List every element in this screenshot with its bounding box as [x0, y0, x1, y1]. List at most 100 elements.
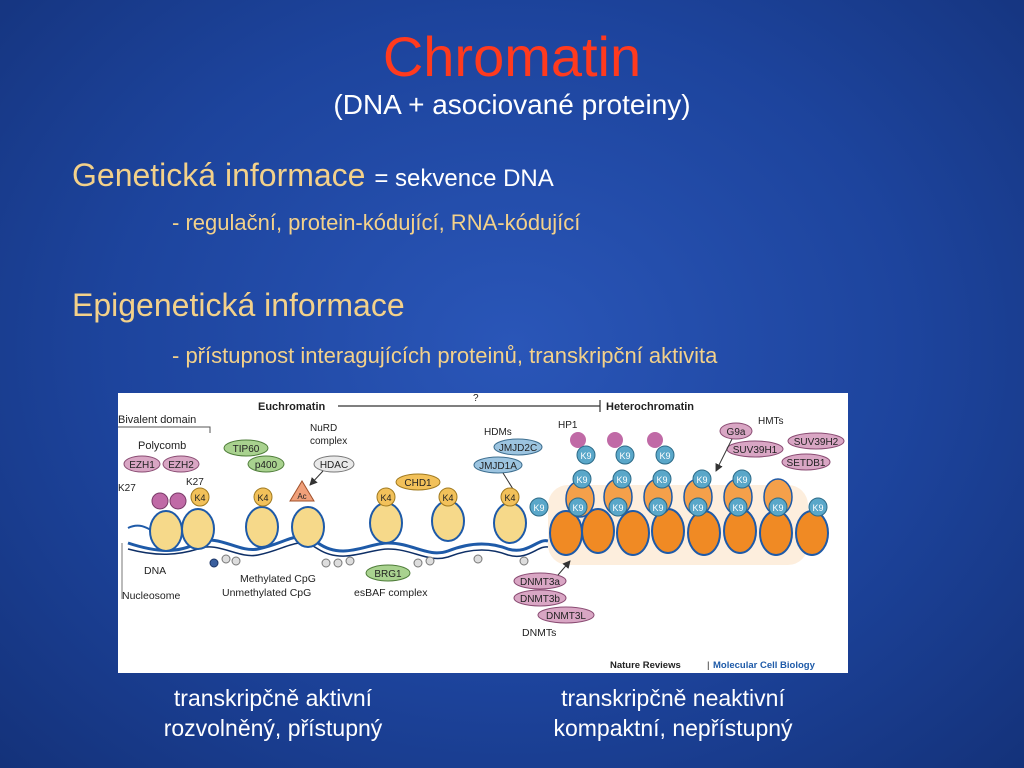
- hdac-protein: [313, 455, 355, 473]
- hp1-protein: [607, 432, 623, 448]
- slide-title: Chromatin: [382, 25, 642, 88]
- k9-label: K9: [576, 475, 587, 485]
- k9-label: K9: [612, 503, 623, 513]
- k9-badge: [529, 497, 549, 517]
- k9-badge: [655, 445, 675, 465]
- dnmt3l-protein: [537, 606, 595, 624]
- credit-journal: Nature Reviews: [610, 660, 681, 671]
- methylated-cpg-label: Methylated CpG: [240, 573, 316, 585]
- k4-badge: [376, 487, 396, 507]
- tip60-protein: [223, 439, 269, 457]
- caption-active-line1: transkripčně aktivní: [173, 685, 373, 711]
- k9-label: K9: [572, 503, 583, 513]
- k27-left-label: K27: [118, 483, 136, 494]
- unmethylated-cpg: [519, 556, 529, 566]
- nucleosome: [493, 502, 527, 544]
- dnmts-label: DNMTs: [522, 627, 556, 639]
- k4-badge: [253, 487, 273, 507]
- nucleosome: [549, 510, 583, 556]
- k4-label: K4: [442, 493, 453, 503]
- jmjd1a-label: JMJD1A: [479, 461, 517, 472]
- ezh2-protein: [162, 455, 200, 473]
- k4-label: K4: [380, 493, 391, 503]
- nucleosome: [687, 510, 721, 556]
- epigenetic-detail: - přístupnost interagujících proteinů, t…: [172, 343, 718, 368]
- chd1-label: CHD1: [404, 478, 432, 489]
- hp1-protein: [647, 432, 663, 448]
- unmethylated-cpg: [345, 556, 355, 566]
- suv39h1-label: SUV39H1: [733, 445, 778, 456]
- heterochromatin-nucleosomes: [548, 478, 829, 565]
- genetic-detail: - regulační, protein-kódující, RNA-kóduj…: [172, 210, 581, 235]
- k9-label: K9: [652, 503, 663, 513]
- ezh1-label: EZH1: [129, 460, 155, 471]
- epigenetic-heading: Epigenetická informace: [72, 287, 405, 323]
- k4-marks: K4 K4 K4 K4 K4: [190, 487, 520, 507]
- k9-badge: [572, 469, 592, 489]
- unmethylated-cpg: [413, 558, 423, 568]
- ezh1-protein: [123, 455, 161, 473]
- nucleosome: [149, 510, 183, 552]
- cpg-marks: [209, 554, 529, 568]
- g9a-protein: [719, 422, 753, 440]
- setdb1-protein: [781, 453, 831, 471]
- k9-badge: [648, 497, 668, 517]
- dnmt3b-protein: [513, 589, 567, 607]
- euchromatin-label: Euchromatin: [258, 401, 326, 413]
- k9-badge: [728, 497, 748, 517]
- hdac-label: HDAC: [320, 460, 348, 471]
- k9-label: K9: [732, 503, 743, 513]
- ezh2-label: EZH2: [168, 460, 194, 471]
- p400-label: p400: [255, 460, 278, 471]
- chd1-protein: [395, 473, 441, 491]
- bivalent-domain-label: Bivalent domain: [118, 414, 196, 426]
- unmethylated-cpg: [221, 554, 231, 564]
- bivalent-bracket: [118, 426, 211, 433]
- nurd-complex-label: complex: [310, 436, 347, 447]
- slide-subtitle: (DNA + asociované proteiny): [333, 89, 691, 120]
- g9a-label: G9a: [727, 427, 746, 438]
- k4-badge: [190, 487, 210, 507]
- k9-label: K9: [656, 475, 667, 485]
- p400-protein: [247, 455, 285, 473]
- acetyl-mark: [289, 480, 315, 502]
- brg1-label: BRG1: [374, 569, 402, 580]
- nucleosome: [181, 508, 215, 550]
- nucleosome-label: Nucleosome: [122, 590, 181, 602]
- k9-label: K9: [619, 451, 630, 461]
- hp1-label: HP1: [558, 420, 578, 431]
- genetic-heading-line: Genetická informace = sekvence DNA: [72, 155, 554, 199]
- hmts-label: HMTs: [758, 416, 784, 427]
- nucleosome: [795, 510, 829, 556]
- k9-badge: [808, 497, 828, 517]
- k27-me-mark: [169, 492, 187, 510]
- caption-inactive-line1: transkripčně neaktivní: [561, 685, 785, 711]
- jmjd2c-protein: [493, 438, 543, 456]
- unmethylated-cpg: [321, 558, 331, 568]
- dna-label: DNA: [144, 565, 166, 577]
- k27-me-mark: [151, 492, 169, 510]
- unmethylated-cpg: [333, 558, 343, 568]
- nucleosome: [581, 508, 615, 554]
- credit-separator: |: [707, 660, 709, 671]
- k9-label: K9: [692, 503, 703, 513]
- k9-label: K9: [616, 475, 627, 485]
- k9-label: K9: [659, 451, 670, 461]
- chromatin-figure: Euchromatin ? Heterochromatin Bivalent d…: [118, 393, 848, 673]
- polycomb-label: Polycomb: [138, 440, 186, 452]
- k4-label: K4: [257, 493, 268, 503]
- unmethylated-cpg: [473, 554, 483, 564]
- nucleosome: [291, 506, 325, 548]
- nucleosome: [616, 510, 650, 556]
- nucleosome: [245, 506, 279, 548]
- k9-badge: [568, 497, 588, 517]
- nucleosome: [431, 500, 465, 542]
- caption-inactive-line2: kompaktní, nepřístupný: [553, 715, 793, 741]
- dnmt3l-label: DNMT3L: [546, 611, 586, 622]
- k9-marks: K9 K9 K9 K9 K9 K9 K9 K9 K9 K9 K9 K9 K9 K…: [529, 445, 828, 517]
- caption-active-line2: rozvolněný, přístupný: [163, 715, 383, 741]
- k9-label: K9: [736, 475, 747, 485]
- k9-label: K9: [580, 451, 591, 461]
- suv39h2-protein: [787, 432, 845, 450]
- setdb1-label: SETDB1: [787, 458, 826, 469]
